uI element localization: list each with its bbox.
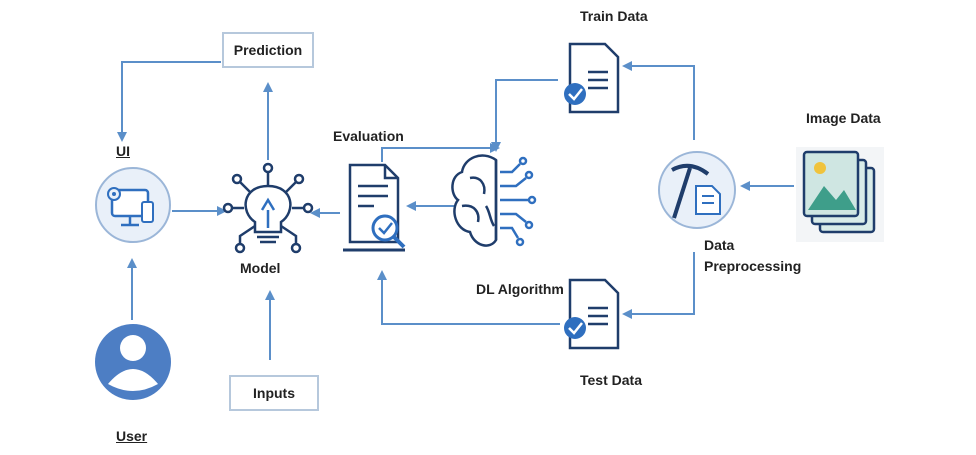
train-data-icon [564, 42, 620, 114]
arrow-preprocessing-to-train [622, 61, 695, 140]
model-icon [222, 162, 314, 254]
ui-icon [95, 167, 171, 243]
preprocessing-icon [658, 151, 736, 229]
inputs-label: Inputs [253, 385, 295, 401]
image-data-label: Image Data [806, 110, 881, 126]
test-data-label: Test Data [580, 372, 642, 388]
arrow-test-to-evaluation [377, 270, 560, 325]
inputs-box: Inputs [229, 375, 319, 411]
arrow-train-to-dl [491, 79, 558, 152]
image-data-icon [796, 147, 884, 242]
evaluation-icon [343, 163, 406, 252]
ui-label: UI [116, 143, 130, 159]
connectors [117, 61, 794, 360]
prediction-label: Prediction [233, 42, 303, 58]
test-data-icon [564, 278, 620, 350]
model-label: Model [240, 260, 281, 276]
arrow-preprocessing-to-test [622, 252, 695, 319]
arrow-prediction-to-ui [117, 61, 221, 142]
arrow-evaluation-to-dl [381, 143, 500, 162]
user-icon [95, 324, 171, 400]
train-data-label: Train Data [580, 8, 648, 24]
user-label: User [116, 428, 148, 444]
preprocessing-label-line2: Preprocessing [704, 258, 802, 274]
dl-algorithm-label: DL Algorithm [476, 281, 564, 297]
prediction-box: Prediction [222, 32, 314, 68]
evaluation-label: Evaluation [333, 128, 404, 144]
brain-icon [451, 154, 537, 247]
preprocessing-label-line1: Data [704, 237, 735, 253]
